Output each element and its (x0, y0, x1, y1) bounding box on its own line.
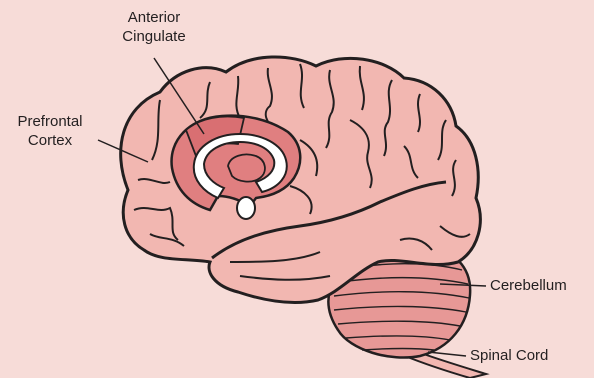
inner-structure (228, 154, 265, 181)
label-prefrontal-cortex-line2: Cortex (2, 131, 98, 150)
label-anterior-cingulate-line1: Anterior (104, 8, 204, 27)
label-anterior-cingulate-line2: Cingulate (104, 27, 204, 46)
label-prefrontal-cortex: Prefrontal Cortex (2, 112, 98, 150)
label-cerebellum: Cerebellum (490, 276, 567, 295)
label-prefrontal-cortex-line1: Prefrontal (2, 112, 98, 131)
thalamus (237, 197, 255, 219)
label-anterior-cingulate: Anterior Cingulate (104, 8, 204, 46)
leader-line-spinal-cord (428, 352, 466, 356)
label-spinal-cord: Spinal Cord (470, 346, 548, 365)
